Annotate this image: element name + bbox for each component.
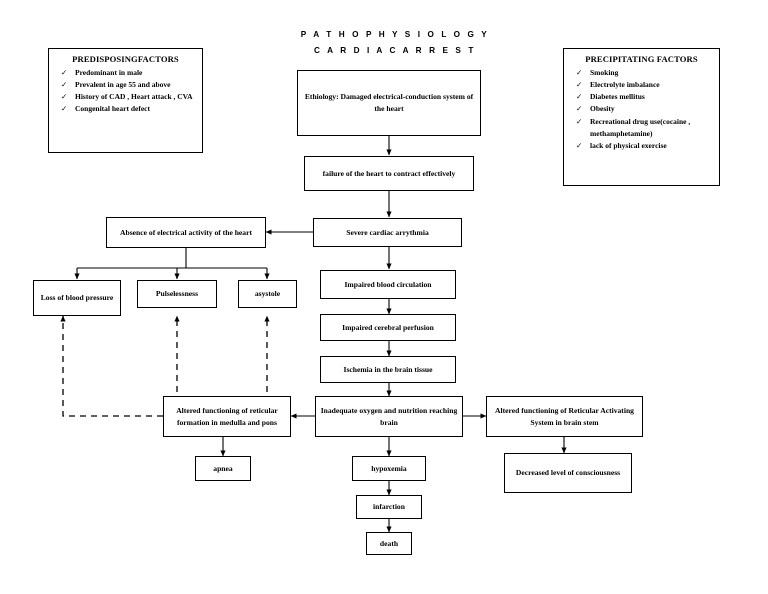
node-impaired-circulation-label: Impaired blood circulation [344, 279, 432, 289]
node-infarction: infarction [356, 495, 422, 519]
node-etiology: Ethiology: Damaged electrical-conduction… [297, 70, 481, 136]
list-item-label: History of CAD , Heart attack , CVA [75, 92, 193, 102]
node-death: death [366, 532, 412, 555]
check-icon: ✓ [576, 68, 583, 77]
list-item-label: Diabetes mellitus [590, 92, 645, 102]
node-inadequate-oxygen-label: Inadequate oxygen and nutrition reaching… [320, 405, 458, 427]
predisposing-factors-panel: PREDISPOSINGFACTORS ✓ Predominant in male… [48, 48, 203, 153]
check-icon: ✓ [576, 140, 583, 150]
list-item: ✓ lack of physical exercise [574, 140, 715, 152]
page-title-line2: C A R D I A C A R R E S T [314, 46, 476, 55]
node-ras-label: Altered functioning of Reticular Activat… [495, 405, 634, 427]
node-failure-label: failure of the heart to contract effecti… [322, 168, 456, 178]
check-icon: ✓ [61, 104, 68, 114]
node-hypoxemia-label: hypoxemia [371, 463, 407, 473]
predisposing-factors-list: ✓ Predominant in male ✓ Prevalent in age 5… [49, 67, 202, 116]
list-item-label: Smoking [590, 68, 619, 77]
node-impaired-circulation: Impaired blood circulation [320, 270, 456, 299]
node-absence: Absence of electrical activity of the he… [106, 217, 266, 248]
node-reticular-formation-label: Altered functioning of reticular formati… [176, 405, 278, 427]
precipitating-factors-heading: PRECIPITATING FACTORS [585, 54, 698, 64]
node-inadequate-oxygen: Inadequate oxygen and nutrition reaching… [315, 396, 463, 437]
node-impaired-perfusion: Impaired cerebral perfusion [320, 314, 456, 341]
node-decreased-loc-label: Decreased level of consciousness [515, 468, 621, 478]
check-icon: ✓ [61, 80, 68, 90]
node-asystole: asystole [238, 280, 297, 308]
node-loss-bp: Loss of blood pressure [33, 280, 121, 316]
node-pulselessness-label: Pulselessness [155, 289, 199, 299]
node-pulselessness: Pulselessness [137, 280, 217, 308]
list-item: ✓ Prevalent in age 55 and above [59, 79, 198, 91]
node-asystole-label: asystole [254, 289, 281, 299]
list-item: ✓ Electrolyte imbalance [574, 79, 715, 91]
list-item-label: Congenital heart defect [75, 104, 150, 114]
list-item-label: Prevalent in age 55 and above [75, 80, 171, 90]
list-item: ✓ Predominant in male [59, 67, 198, 79]
node-infarction-label: infarction [373, 502, 405, 512]
node-reticular-formation: Altered functioning of reticular formati… [163, 396, 291, 437]
node-ras: Altered functioning of Reticular Activat… [486, 396, 643, 437]
node-ischemia-label: Ischemia in the brain tissue [343, 364, 433, 374]
node-etiology-label: Ethiology: Damaged electrical-conduction… [304, 92, 474, 113]
check-icon: ✓ [576, 116, 583, 126]
list-item-label: Obesity [590, 104, 615, 114]
node-apnea-label: apnea [213, 463, 233, 473]
node-decreased-loc: Decreased level of consciousness [504, 453, 632, 493]
list-item-label: Recreational drug use(cocaine , methamph… [590, 116, 691, 138]
list-item: ✓ Recreational drug use(cocaine , methamp… [574, 116, 715, 140]
node-hypoxemia: hypoxemia [352, 456, 426, 481]
predisposing-factors-heading: PREDISPOSINGFACTORS [72, 54, 179, 64]
node-loss-bp-label: Loss of blood pressure [40, 293, 114, 303]
list-item: ✓ Smoking [574, 67, 715, 79]
node-impaired-perfusion-label: Impaired cerebral perfusion [342, 322, 434, 332]
page-title-line1: P A T H O P H Y S I O L O G Y [300, 30, 490, 39]
node-death-label: death [379, 538, 399, 548]
node-apnea: apnea [195, 456, 251, 481]
check-icon: ✓ [576, 104, 583, 114]
check-icon: ✓ [61, 92, 68, 102]
node-absence-label: Absence of electrical activity of the he… [120, 227, 252, 237]
list-item: ✓ Congenital heart defect [59, 103, 198, 115]
precipitating-factors-list: ✓ Smoking ✓ Electrolyte imbalance ✓ Diabete… [564, 67, 719, 152]
list-item-label: Electrolyte imbalance [590, 80, 660, 90]
check-icon: ✓ [61, 68, 68, 77]
edge-reticular-lossbp-dashed [60, 315, 163, 417]
node-arrythmia-label: Severe cardiac arrythmia [346, 227, 429, 237]
node-arrythmia: Severe cardiac arrythmia [313, 218, 462, 247]
precipitating-factors-panel: PRECIPITATING FACTORS ✓ Smoking ✓ Electrol… [563, 48, 720, 186]
check-icon: ✓ [576, 92, 583, 102]
list-item-label: lack of physical exercise [590, 140, 667, 150]
list-item: ✓ History of CAD , Heart attack , CVA [59, 91, 198, 103]
node-failure: failure of the heart to contract effecti… [304, 156, 474, 191]
list-item-label: Predominant in male [75, 68, 143, 77]
check-icon: ✓ [576, 80, 583, 90]
list-item: ✓ Diabetes mellitus [574, 91, 715, 103]
list-item: ✓ Obesity [574, 103, 715, 115]
node-ischemia: Ischemia in the brain tissue [320, 356, 456, 383]
